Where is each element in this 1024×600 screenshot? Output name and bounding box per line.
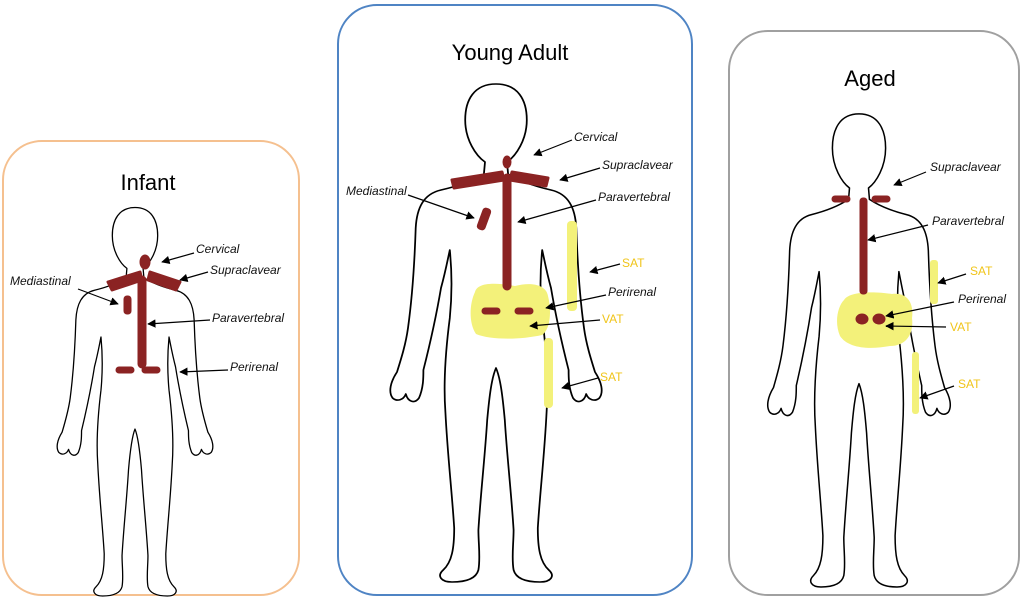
young-arrows — [407, 139, 621, 391]
aged-bat-deposits — [831, 195, 891, 325]
aged-sat-label-upper: SAT — [970, 264, 993, 278]
infant-supraclavear-label: Supraclavear — [210, 263, 281, 277]
aged-vat-label: VAT — [950, 320, 972, 334]
infant-body — [56, 206, 214, 597]
infant-perirenal-label: Perirenal — [230, 360, 279, 374]
infant-arrows — [77, 252, 229, 376]
young-perirenal-label: Perirenal — [608, 285, 657, 299]
aged-body — [766, 113, 952, 588]
young-vat-label: VAT — [602, 312, 624, 326]
infant-title: Infant — [120, 170, 176, 195]
young-mediastinal-label: Mediastinal — [346, 184, 407, 198]
young-supraclavear-label: Supraclavear — [602, 158, 673, 172]
young-sat-label-upper: SAT — [622, 256, 645, 270]
aged-arrows — [867, 171, 967, 400]
young-bat-deposits — [450, 155, 550, 315]
aged-supraclavear-label: Supraclavear — [930, 160, 1001, 174]
aged-paravertebral-label: Paravertebral — [932, 214, 1005, 228]
young-paravertebral-label: Paravertebral — [598, 190, 671, 204]
aged-sat-label-lower: SAT — [958, 377, 981, 391]
young-sat-label-lower: SAT — [600, 370, 623, 384]
young-adult-title: Young Adult — [451, 40, 569, 65]
infant-mediastinal-label: Mediastinal — [10, 274, 71, 288]
aged-title: Aged — [844, 66, 896, 91]
aged-perirenal-label: Perirenal — [958, 292, 1007, 306]
infant-paravertebral-label: Paravertebral — [212, 311, 285, 325]
infant-cervical-label: Cervical — [196, 242, 240, 256]
young-cervical-label: Cervical — [574, 130, 618, 144]
infant-bat-deposits — [106, 254, 182, 374]
